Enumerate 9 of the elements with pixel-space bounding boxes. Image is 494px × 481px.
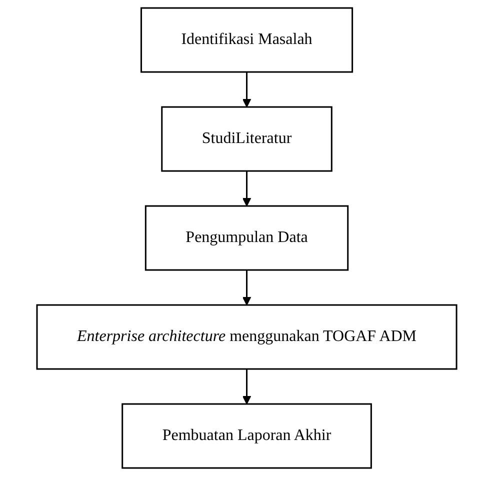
node-box: Pembuatan Laporan Akhir bbox=[122, 403, 372, 469]
node-box: Pengumpulan Data bbox=[145, 205, 349, 271]
arrow bbox=[242, 72, 252, 108]
node-box: Identifikasi Masalah bbox=[140, 7, 354, 73]
arrow bbox=[242, 369, 252, 404]
arrow bbox=[242, 171, 252, 206]
arrow bbox=[242, 270, 252, 306]
node-box: StudiLiteratur bbox=[161, 106, 333, 172]
node-box: Enterprise architecture menggunakan TOGAF ADM bbox=[36, 304, 458, 370]
